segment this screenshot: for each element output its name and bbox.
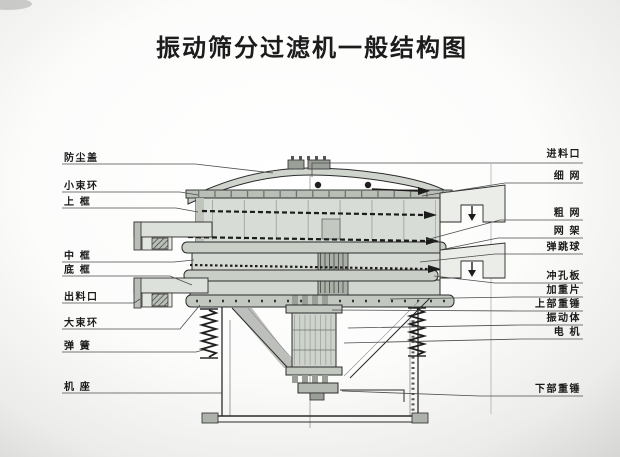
label-bottom-frame: 底 框 <box>62 263 193 286</box>
page-title: 振动筛分过滤机一般结构图 <box>156 34 468 62</box>
frame-rim-2 <box>183 269 439 282</box>
upper-frame-left-shade <box>196 198 204 242</box>
dome-clamp-bolt-right <box>364 181 372 189</box>
svg-text:冲孔板: 冲孔板 <box>547 269 582 282</box>
label-fine-mesh: 细 网 <box>421 169 583 197</box>
flow-arrow-deck-3 <box>428 265 441 273</box>
svg-text:粗 网: 粗 网 <box>554 206 581 219</box>
discharge-chute-upper <box>133 221 213 251</box>
svg-text:中 框: 中 框 <box>64 249 91 262</box>
svg-text:进料口: 进料口 <box>547 147 582 160</box>
label-dust-cover: 防尘盖 <box>62 151 274 174</box>
chute-hatch-block-upper <box>151 237 169 250</box>
svg-text:电 机: 电 机 <box>554 325 581 338</box>
svg-text:上 框: 上 框 <box>64 195 91 208</box>
right-labels: 进料口 细 网 粗 网 网 架 弹跳球 冲孔板 加重片 上部重锤 <box>311 147 583 397</box>
large-clamp-ring <box>185 294 455 308</box>
label-discharge-outlet: 出料口 <box>62 290 141 304</box>
funnel-cone <box>231 297 431 379</box>
svg-text:下部重锤: 下部重锤 <box>535 382 581 395</box>
label-bouncing-ball: 弹跳球 <box>419 240 583 263</box>
label-feed-inlet: 进料口 <box>311 147 583 177</box>
frame-rim-1 <box>181 241 447 254</box>
label-middle-frame: 中 框 <box>62 249 195 263</box>
label-upper-hammer: 上部重锤 <box>331 297 583 312</box>
label-mesh-frame: 网 架 <box>439 224 583 251</box>
svg-text:出料口: 出料口 <box>64 290 99 303</box>
outlet-duct-upper <box>439 184 506 223</box>
down-arrow-upper <box>468 214 476 221</box>
discharge-chute-outlet <box>133 277 209 309</box>
svg-text:防尘盖: 防尘盖 <box>64 151 99 164</box>
svg-text:弹跳球: 弹跳球 <box>547 240 582 253</box>
label-punched-plate: 冲孔板 <box>433 269 583 284</box>
label-weight-plate: 加重片 <box>389 283 583 300</box>
dome-clamp-bolt-left <box>314 181 322 189</box>
top-overflow-arrow <box>371 187 430 195</box>
spring-left <box>198 308 220 359</box>
lower-hammer <box>297 382 339 394</box>
label-spring: 弹 簧 <box>62 339 204 353</box>
label-coarse-mesh: 粗 网 <box>425 206 583 241</box>
svg-text:上部重锤: 上部重锤 <box>535 297 581 310</box>
flow-arrow-deck-1 <box>424 211 437 219</box>
machine-drawing <box>133 156 506 428</box>
motor-assembly <box>285 295 405 402</box>
motor-lower-flange <box>285 366 343 376</box>
label-small-clamp-ring: 小束环 <box>62 179 199 196</box>
spring-right <box>406 307 428 357</box>
center-column-upper <box>321 218 341 240</box>
svg-text:加重片: 加重片 <box>546 283 582 296</box>
lower-hammer-bolt <box>309 392 325 401</box>
svg-text:弹 簧: 弹 簧 <box>64 339 91 352</box>
label-motor: 电 机 <box>343 325 583 344</box>
label-upper-frame: 上 框 <box>62 195 199 213</box>
screen-deck-punched-plate <box>189 263 441 273</box>
svg-text:网 架: 网 架 <box>554 224 581 237</box>
outlet-duct-lower <box>439 242 506 279</box>
svg-text:机 座: 机 座 <box>64 380 91 393</box>
corner-smudge <box>0 0 32 10</box>
motor-body <box>291 312 337 368</box>
screen-deck-fine-mesh <box>201 209 437 219</box>
down-arrow-lower <box>468 270 476 277</box>
label-large-clamp-ring: 大束环 <box>62 304 201 330</box>
svg-text:小束环: 小束环 <box>63 179 99 192</box>
bottom-frame <box>189 279 441 296</box>
base-foot-right <box>411 412 429 424</box>
upper-hammer-flange <box>285 304 343 314</box>
svg-text:底 框: 底 框 <box>64 263 91 276</box>
base-foot-left <box>201 412 219 424</box>
label-lower-hammer: 下部重锤 <box>341 382 583 397</box>
upper-frame <box>195 197 441 243</box>
chute-hatch-block-lower <box>151 293 169 307</box>
svg-text:细 网: 细 网 <box>554 169 581 182</box>
svg-text:大束环: 大束环 <box>64 316 99 329</box>
svg-text:振动体: 振动体 <box>547 311 582 324</box>
feed-inlet <box>287 156 331 170</box>
left-labels: 防尘盖 小束环 上 框 中 框 底 框 出料口 大束环 弹 簧 <box>62 151 274 394</box>
label-vibration-body: 振动体 <box>347 311 583 329</box>
label-machine-base: 机 座 <box>62 380 222 394</box>
base-step-line <box>340 389 405 402</box>
